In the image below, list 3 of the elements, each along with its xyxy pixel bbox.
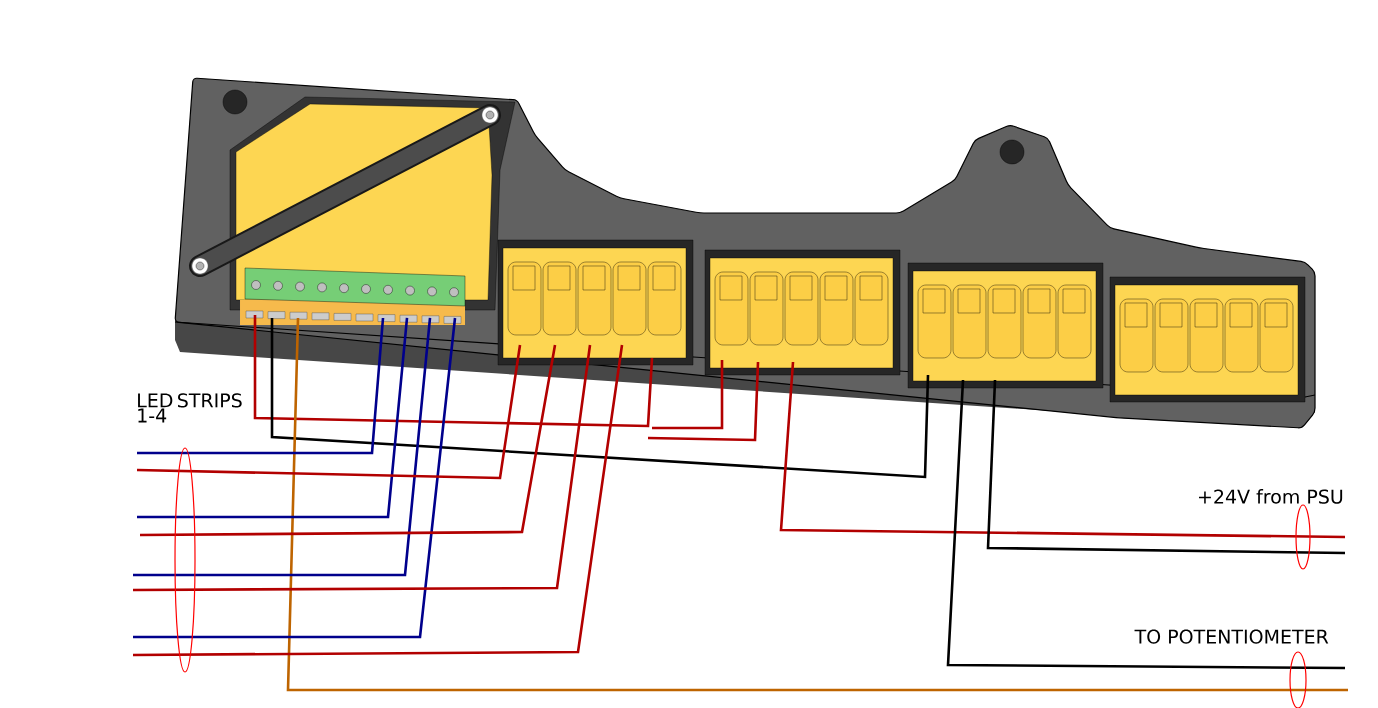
wire-label: LED STRIPS 1-4 (138, 393, 242, 423)
wire-label: TO POTENTIOMETER (1134, 629, 1329, 644)
wire-label: +24V from PSU (1199, 489, 1343, 504)
